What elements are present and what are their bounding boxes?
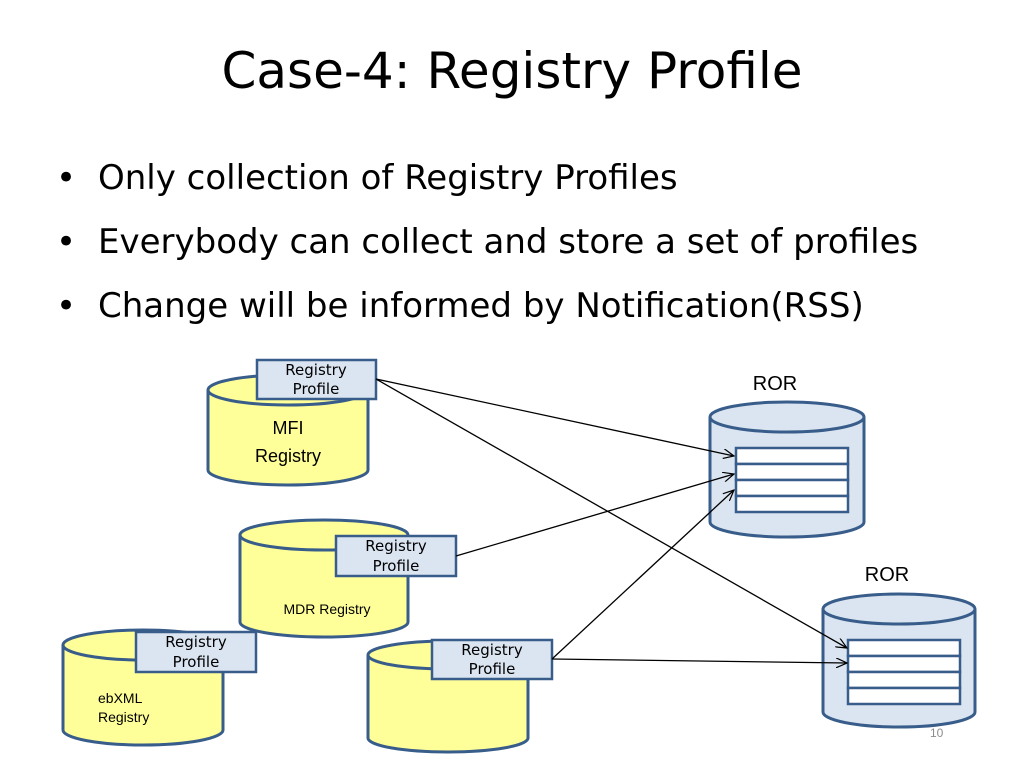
bullet-item: •Change will be informed by Notification… (52, 280, 918, 344)
svg-text:Registry: Registry (461, 641, 523, 659)
svg-text:Registry: Registry (365, 537, 427, 555)
bullet-item: •Everybody can collect and store a set o… (52, 216, 918, 280)
ror-cylinder: ROR (821, 564, 977, 729)
arrow (375, 378, 847, 648)
mfi-registry-label: MFI (273, 418, 304, 438)
bullet-item: •Only collection of Registry Profiles (52, 152, 918, 216)
ebxml-registry-label: ebXML (98, 690, 143, 706)
slide-number: 10 (930, 726, 944, 740)
registry-profile-box: Registry Profile (255, 358, 378, 401)
mdr-registry-label: MDR Registry (283, 601, 370, 617)
registry-profile-box: Registry Profile (334, 534, 458, 578)
svg-text:Profile: Profile (173, 653, 220, 671)
bullet-list: •Only collection of Registry Profiles •E… (52, 152, 918, 344)
slide-title: Case-4: Registry Profile (221, 42, 803, 100)
svg-text:Registry: Registry (285, 361, 347, 379)
svg-text:Registry: Registry (165, 633, 227, 651)
ror-table (734, 446, 850, 514)
bullet-dot-icon: • (56, 286, 77, 326)
mfi-registry-label: Registry (255, 446, 321, 466)
bullet-dot-icon: • (56, 158, 77, 198)
ror-table (846, 638, 962, 706)
arrow (551, 659, 847, 663)
arrow (455, 474, 734, 557)
ror-cylinder: ROR (708, 373, 866, 539)
svg-text:Profile: Profile (373, 557, 420, 575)
registry-profile-box: Registry Profile (430, 638, 554, 681)
arrow (551, 490, 734, 660)
arrow (375, 378, 734, 456)
profile-arrows (375, 378, 847, 663)
ror-label: ROR (865, 564, 909, 586)
svg-text:Profile: Profile (293, 380, 340, 398)
bullet-dot-icon: • (56, 222, 77, 262)
svg-text:Profile: Profile (469, 660, 516, 678)
ror-label: ROR (753, 373, 797, 395)
ebxml-registry-label: Registry (98, 709, 149, 725)
registry-profile-box: Registry Profile (134, 630, 258, 674)
